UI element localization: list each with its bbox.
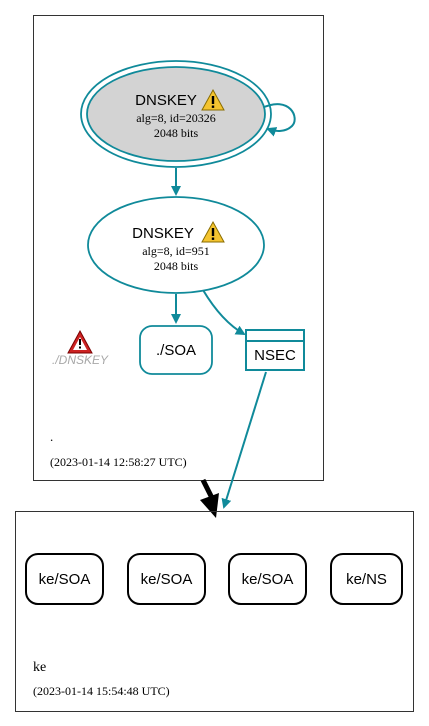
error-node-label: ./DNSKEY (52, 353, 109, 367)
soa-label: ./SOA (156, 342, 196, 359)
ksk-size: 2048 bits (154, 126, 199, 140)
zsk-size: 2048 bits (154, 259, 199, 273)
soa-node[interactable]: ./SOA (139, 325, 213, 375)
ksk-node[interactable]: DNSKEY alg=8, id=20326 2048 bits (80, 60, 272, 168)
nsec-to-child-edge (221, 371, 267, 509)
record-label: ke/SOA (39, 571, 91, 588)
root-zone-name: . (50, 429, 53, 444)
root-zone-cluster: . (2023-01-14 12:58:27 UTC) (33, 15, 324, 481)
child-zone-timestamp: (2023-01-14 15:54:48 UTC) (33, 684, 170, 698)
zsk-to-nsec-edge (202, 289, 246, 335)
child-record-node[interactable]: ke/SOA (25, 553, 104, 605)
record-label: ke/SOA (141, 571, 193, 588)
root-zone-timestamp: (2023-01-14 12:58:27 UTC) (50, 455, 187, 469)
ksk-title: DNSKEY (135, 92, 197, 109)
edges (171, 103, 296, 518)
nsec-label: NSEC (254, 347, 296, 364)
zsk-node[interactable]: DNSKEY alg=8, id=951 2048 bits (87, 196, 265, 294)
nsec-node[interactable]: NSEC (245, 329, 305, 371)
error-icon (67, 329, 93, 354)
zsk-detail: alg=8, id=951 (142, 244, 210, 258)
child-record-node[interactable]: ke/SOA (228, 553, 307, 605)
zsk-title: DNSKEY (132, 225, 194, 242)
delegation-arrowhead (200, 493, 219, 518)
ksk-self-signature-edge (261, 103, 296, 137)
child-record-node[interactable]: ke/NS (330, 553, 403, 605)
child-zone-name: ke (33, 660, 46, 675)
child-record-node[interactable]: ke/SOA (127, 553, 206, 605)
dnskey-error-node[interactable]: ./DNSKEY (52, 329, 109, 367)
record-label: ke/SOA (242, 571, 294, 588)
ksk-detail: alg=8, id=20326 (136, 111, 216, 125)
record-label: ke/NS (346, 571, 387, 588)
child-zone-cluster: ke (2023-01-14 15:54:48 UTC) (15, 511, 414, 712)
